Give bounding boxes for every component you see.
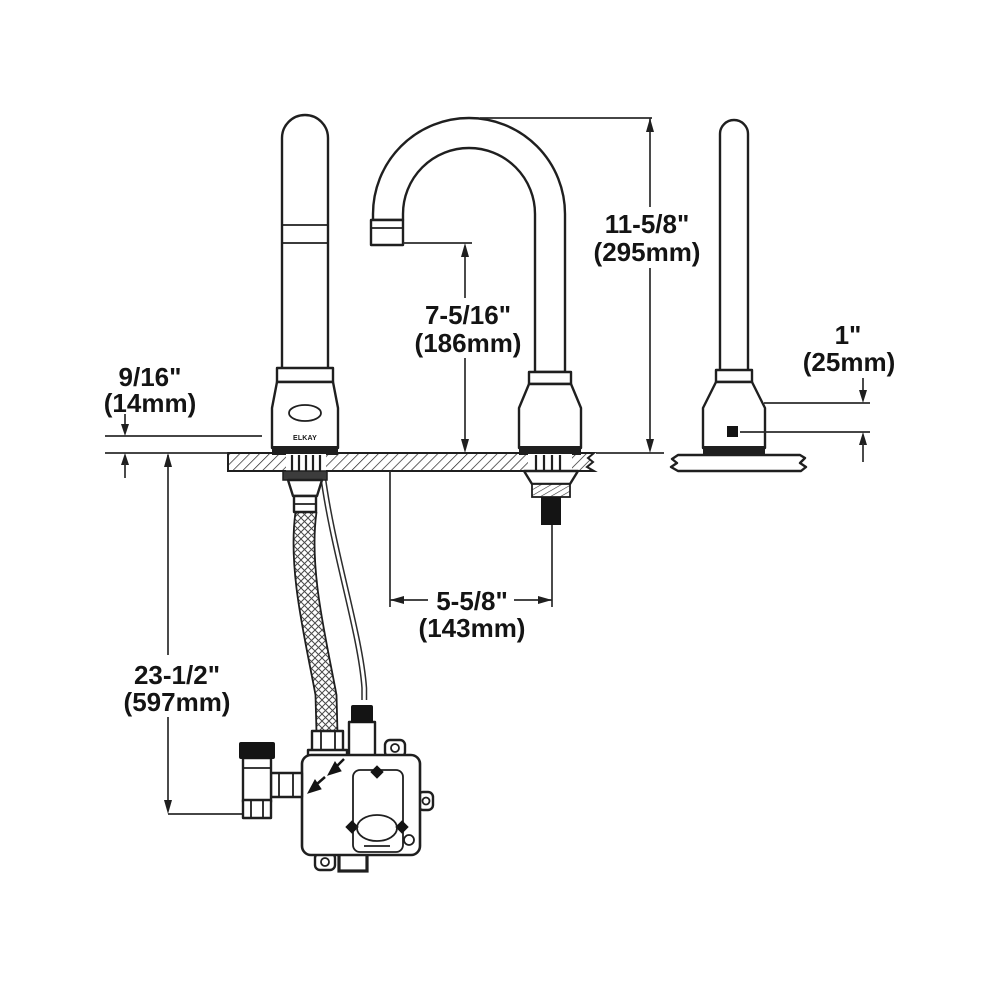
mounting-ear-bottom-hole	[320, 857, 330, 867]
shank-threads-left	[290, 455, 322, 471]
panel-screw-top	[370, 765, 384, 779]
faucet-front-view: ELKAY	[270, 113, 340, 514]
stop-valve-body	[241, 756, 273, 804]
shank-threads-center	[534, 455, 562, 471]
locknut-center	[531, 483, 571, 498]
arrow-down-sensor	[859, 390, 867, 403]
stop-valve-hex-facets	[250, 800, 264, 818]
supply-hose-group	[292, 470, 368, 734]
label-outlet-height-in: 7-5/16"	[425, 300, 511, 330]
label-spout-height-mm: (295mm)	[594, 237, 701, 267]
solenoid-cap	[351, 705, 373, 723]
arrow-up-sensor	[859, 432, 867, 445]
faucet-side-view	[669, 118, 808, 473]
gooseneck-base-shell	[517, 382, 583, 450]
mounting-ear-right-hole	[421, 796, 431, 806]
label-sensor-height-mm: (25mm)	[803, 347, 895, 377]
arrow-down-outlet	[461, 439, 469, 453]
collar-side	[714, 368, 754, 384]
braided-hose-left-edge	[292, 511, 318, 734]
label-supply-drop-in: 23-1/2"	[134, 660, 220, 690]
label-spout-height-in: 11-5/8"	[605, 209, 690, 239]
brand-label: ELKAY	[293, 435, 317, 442]
stop-valve-hex	[241, 798, 273, 820]
arrow-down-spout-height	[646, 439, 654, 453]
flow-arrow-lower-tail	[316, 776, 326, 785]
panel-screw-left	[345, 820, 359, 834]
dimension-annotations: 11-5/8" (295mm) 7-5/16" (186mm) 9/16" (1…	[104, 117, 895, 815]
arrow-right-reach	[538, 596, 552, 604]
base-shell-side	[701, 380, 767, 450]
label-spout-reach-mm: (143mm)	[419, 613, 526, 643]
deck-slab-side	[669, 453, 808, 473]
sensor-eye	[727, 426, 738, 437]
label-sensor-height-in: 1"	[835, 320, 862, 350]
arrow-down-supply	[164, 800, 172, 814]
sensor-cable-line-1	[319, 470, 363, 700]
gooseneck-spout-view	[369, 116, 583, 525]
battery-lid-oval	[356, 814, 398, 842]
label-supply-drop-mm: (597mm)	[124, 687, 231, 717]
deck-hole-center	[528, 454, 572, 472]
arrow-up-clearance	[121, 453, 129, 465]
washer-left	[282, 470, 328, 481]
gooseneck-base-foot	[519, 446, 581, 455]
riser-tube-side	[718, 118, 750, 370]
braided-hose-right-edge	[313, 511, 339, 734]
sensor-cable-line-2	[323, 470, 368, 700]
spout-outlet	[369, 218, 405, 247]
label-outlet-height-mm: (186mm)	[415, 328, 522, 358]
gooseneck-arc	[371, 116, 567, 374]
stop-valve-cap	[239, 742, 275, 759]
locknut-left	[286, 478, 324, 498]
label-deck-clearance-mm: (14mm)	[104, 388, 196, 418]
braided-hose-fill	[293, 510, 338, 734]
arrow-left-reach	[390, 596, 404, 604]
solenoid-body	[347, 720, 377, 758]
control-box-body	[300, 753, 422, 857]
arrow-up-spout-height	[646, 118, 654, 132]
arrow-up-supply	[164, 453, 172, 467]
arrow-down-clearance	[121, 424, 129, 436]
gooseneck-collar	[527, 370, 573, 386]
mounting-ear-top-hole	[390, 743, 400, 753]
faucet-riser-tube	[280, 113, 330, 368]
faucet-base-foot	[272, 446, 338, 455]
panel-screw-right	[395, 820, 409, 834]
label-deck-clearance-in: 9/16"	[119, 362, 182, 392]
control-box-assembly	[239, 705, 435, 873]
flow-arrow-upper-tail	[336, 758, 345, 767]
threaded-shank-center	[541, 497, 561, 525]
indicator-circle	[403, 834, 415, 846]
arrow-up-outlet	[461, 243, 469, 257]
base-foot-side	[703, 446, 765, 455]
label-spout-reach-in: 5-5/8"	[436, 586, 508, 616]
inlet-coupling-facets	[278, 773, 294, 797]
inlet-coupling-hex	[269, 771, 304, 799]
mounting-flange-center	[522, 469, 580, 486]
sensor-window-oval	[288, 404, 322, 422]
faucet-collar	[275, 366, 335, 384]
